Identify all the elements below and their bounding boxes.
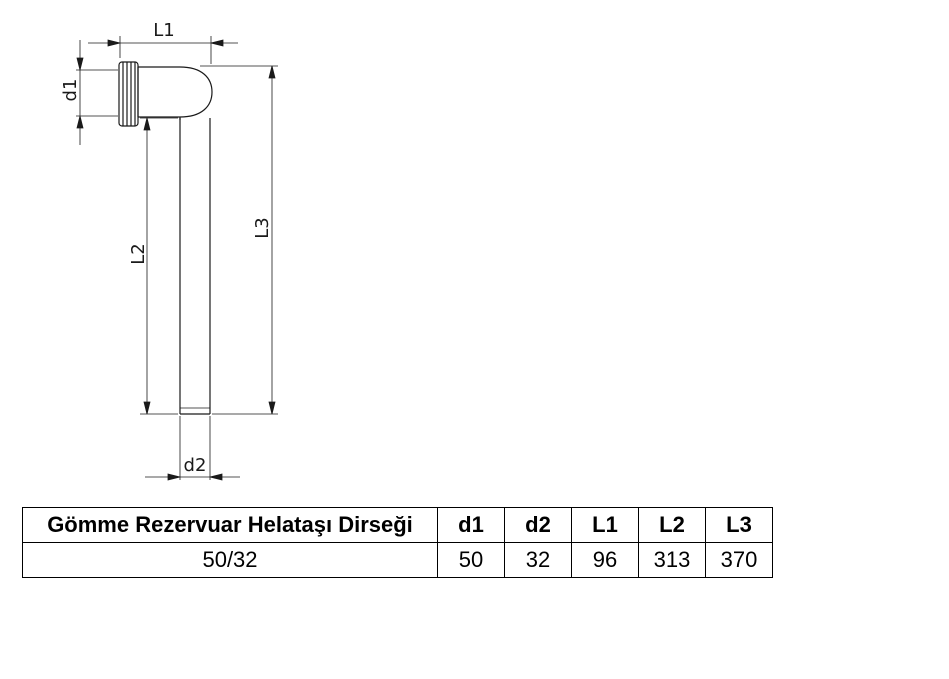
cell-d1: 50 (437, 542, 505, 578)
table-header-row: Gömme Rezervuar Helataşı Dirseği d1 d2 L… (22, 507, 773, 543)
header-d1: d1 (437, 507, 505, 543)
dimension-l1 (88, 36, 238, 64)
elbow-technical-drawing: L1 d1 L2 L3 d2 (60, 20, 278, 481)
dimension-l3 (200, 65, 278, 415)
header-d2: d2 (504, 507, 572, 543)
cell-d2: 32 (504, 542, 572, 578)
dimension-table: Gömme Rezervuar Helataşı Dirseği d1 d2 L… (22, 507, 773, 578)
cell-size: 50/32 (22, 542, 438, 578)
header-product: Gömme Rezervuar Helataşı Dirseği (22, 507, 438, 543)
dimension-d1 (76, 40, 118, 145)
header-l1: L1 (571, 507, 639, 543)
cell-l3: 370 (705, 542, 773, 578)
label-d1: d1 (60, 79, 81, 102)
label-d2: d2 (184, 455, 207, 476)
label-l1: L1 (153, 20, 174, 41)
table-row: 50/32 50 32 96 313 370 (22, 542, 773, 578)
label-l2: L2 (128, 243, 149, 264)
pipe-body (179, 118, 211, 415)
header-l2: L2 (638, 507, 706, 543)
elbow-head (137, 66, 213, 120)
dimension-l2 (140, 117, 178, 415)
cell-l2: 313 (638, 542, 706, 578)
cell-l1: 96 (571, 542, 639, 578)
header-l3: L3 (705, 507, 773, 543)
socket-rings (118, 61, 139, 127)
dimension-d2 (145, 416, 240, 481)
label-l3: L3 (252, 217, 273, 238)
